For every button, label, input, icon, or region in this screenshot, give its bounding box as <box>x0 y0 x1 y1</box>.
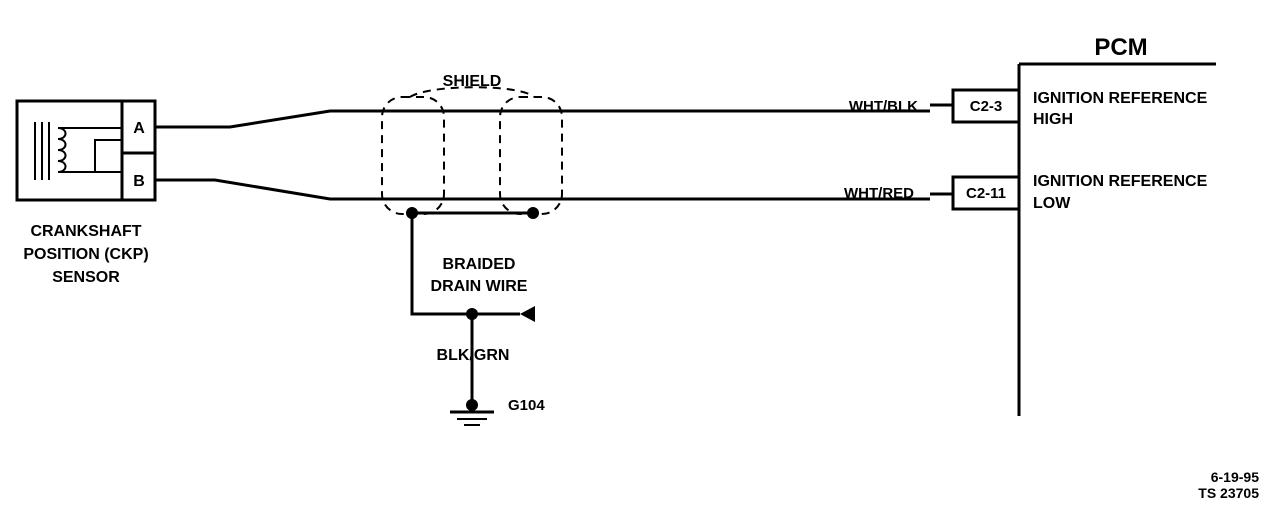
pcm-function-high-line-1: IGNITION REFERENCE <box>1033 90 1208 107</box>
pcm-function-low-line-1: IGNITION REFERENCE <box>1033 173 1208 190</box>
footer-date: 6-19-95 <box>1211 469 1259 485</box>
footer-ref: TS 23705 <box>1198 485 1259 501</box>
shield-outline-top-link <box>409 86 535 98</box>
connector-c2-11-label: C2-11 <box>966 185 1006 202</box>
ground-wire-color-label: BLK/GRN <box>437 347 510 364</box>
connector-c2-3 <box>951 88 1021 124</box>
drain-label-line-1: BRAIDED <box>443 256 516 273</box>
shield-outline-left <box>381 96 445 215</box>
sensor-coil-icon <box>57 127 122 173</box>
footer: 6-19-95 TS 23705 <box>1198 469 1259 501</box>
sensor-title-line-1: CRANKSHAFT <box>30 223 141 240</box>
ground-junction-dot <box>466 399 478 411</box>
sensor-title-line-2: POSITION (CKP) <box>23 246 148 263</box>
sensor-terminal-b-label: B <box>133 173 145 190</box>
sensor-title-line-3: SENSOR <box>52 269 120 286</box>
ckp-sensor: A B CRANKSHAFT POSITION (CKP) SENSOR <box>15 99 157 286</box>
signal-wires: WHT/BLK WHT/RED <box>155 98 930 202</box>
sensor-body <box>15 99 157 202</box>
pcm-function-low-line-2: LOW <box>1033 195 1071 212</box>
pcm-function-high-line-2: HIGH <box>1033 111 1073 128</box>
wire-high <box>155 109 930 129</box>
shield-outline-right <box>499 96 563 215</box>
wire-low <box>155 178 930 201</box>
pcm-label: PCM <box>1094 34 1147 61</box>
shield-junction-dot <box>527 207 539 219</box>
drain-and-ground: BRAIDED DRAIN WIRE BLK/GRN G104 <box>410 213 545 426</box>
ground-symbol-icon <box>450 410 494 426</box>
drain-label-line-2: DRAIN WIRE <box>431 278 528 295</box>
drain-wire-end-arrow-icon <box>520 306 535 322</box>
connector-c2-11 <box>951 175 1021 211</box>
ground-id-label: G104 <box>508 397 545 414</box>
drain-wire <box>410 213 520 316</box>
pcm: PCM C2-3 C2-11 IGNITION REFERENCE HIGH I… <box>930 34 1216 416</box>
shield: SHIELD <box>381 73 563 219</box>
connector-c2-3-label: C2-3 <box>970 98 1003 115</box>
shield-label: SHIELD <box>443 73 502 90</box>
wire-low-color-label: WHT/RED <box>844 185 914 202</box>
sensor-terminal-a-label: A <box>133 120 145 137</box>
wire-high-color-label: WHT/BLK <box>849 98 918 115</box>
